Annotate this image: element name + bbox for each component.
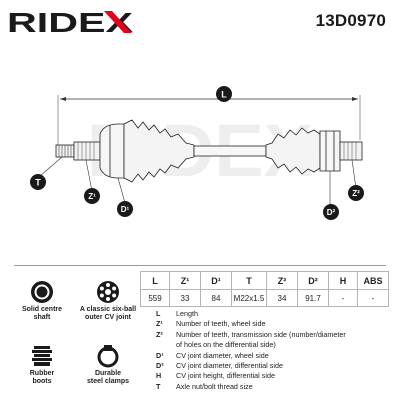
spec-value: M22x1.5 (231, 289, 267, 307)
marker-z2: Z² (348, 185, 364, 201)
spec-value: 559 (140, 289, 170, 307)
legend-row: D² CV joint diameter, differential side (150, 361, 400, 371)
marker-thread: T (30, 174, 46, 190)
svg-text:D¹: D¹ (121, 205, 130, 214)
legend-text: Axle nut/bolt thread size (176, 381, 253, 391)
svg-text:T: T (35, 178, 41, 188)
spec-header: D² (297, 271, 329, 290)
feature-line2: boots (32, 378, 52, 386)
length-dimension (57, 95, 361, 152)
spec-header: ABS (357, 271, 389, 290)
spec-header: Z² (266, 271, 298, 290)
driveshaft-diagram: RIDEX (30, 86, 364, 220)
legend-row: T Axle nut/bolt thread size (150, 382, 400, 392)
marker-d2: D² (323, 204, 339, 220)
legend-text: Length (176, 309, 198, 318)
spec-value-row: 559 33 84 M22x1.5 34 91.7 - - (140, 289, 389, 307)
spec-header-row: L Z¹ D¹ T Z² D² H ABS (140, 271, 389, 290)
legend-row: H CV joint height, differential side (150, 371, 400, 381)
legend-text: Number of teeth, wheel side (176, 319, 266, 329)
legend-key: H (156, 371, 162, 381)
ridex-logo: RIDEX (7, 9, 133, 35)
marker-d1: D¹ (117, 201, 133, 217)
spec-table: L Z¹ D¹ T Z² D² H ABS 559 33 84 M22x1.5 … (140, 271, 389, 307)
legend-row: of holes on the differential side) (150, 340, 400, 350)
svg-text:Z¹: Z¹ (88, 192, 96, 201)
spec-header: L (140, 271, 170, 290)
feature-line1: Rubber (29, 370, 55, 377)
driveshaft-drawing (55, 119, 363, 183)
spec-value: - (357, 289, 389, 307)
marker-length: L (216, 86, 232, 102)
legend-row: Z² Number of teeth, transmission side (nu… (150, 330, 400, 340)
spec-value: 84 (200, 289, 232, 307)
spec-value: 34 (266, 289, 298, 307)
legend-key: D² (156, 361, 164, 371)
feature-line2: shaft (33, 314, 51, 322)
legend-key (150, 340, 176, 350)
legend-row: Z¹ Number of teeth, wheel side (150, 319, 400, 329)
part-number: 13D0970 (315, 11, 386, 30)
steel-clamp-icon (97, 345, 119, 368)
feature-line2: steel clamps (86, 378, 130, 386)
legend-row: L Length (150, 309, 400, 319)
rubber-boot-icon (32, 346, 52, 366)
legend-text: CV joint diameter, wheel side (176, 350, 269, 360)
cv-joint-icon (97, 281, 119, 303)
legend-key: L (156, 309, 161, 318)
legend-text: Number of teeth, transmission side (numb… (176, 329, 346, 339)
feature-line2: outer CV joint (85, 314, 131, 322)
spec-value: 91.7 (297, 289, 329, 307)
spec-value: - (328, 289, 358, 307)
svg-text:D²: D² (327, 208, 336, 217)
feature-line1: Solid centre (21, 306, 63, 313)
feature-line1: Durable (94, 370, 122, 377)
legend-key: T (156, 381, 161, 391)
legend-text: CV joint height, differential side (176, 371, 275, 381)
svg-text:L: L (221, 90, 227, 100)
legend-text: CV joint diameter, differential side (176, 361, 283, 371)
legend-row: D¹ CV joint diameter, wheel side (150, 351, 400, 361)
spec-header: T (231, 271, 267, 290)
legend: L Length Z¹ Number of teeth, wheel side Z²… (150, 309, 400, 392)
solid-shaft-icon (31, 281, 53, 303)
spec-header: Z¹ (169, 271, 201, 290)
legend-text: of holes on the differential side) (176, 340, 276, 350)
spec-header: D¹ (200, 271, 232, 290)
svg-text:Z²: Z² (352, 189, 360, 198)
feature-line1: A classic six-ball (79, 306, 137, 313)
legend-key: Z² (156, 329, 163, 339)
logo-red-stroke (104, 11, 132, 33)
legend-key: D¹ (156, 350, 164, 360)
legend-key: Z¹ (156, 319, 163, 329)
section-divider (14, 265, 386, 266)
spec-value: 33 (169, 289, 201, 307)
marker-z1: Z¹ (84, 188, 100, 204)
spec-header: H (328, 271, 358, 290)
